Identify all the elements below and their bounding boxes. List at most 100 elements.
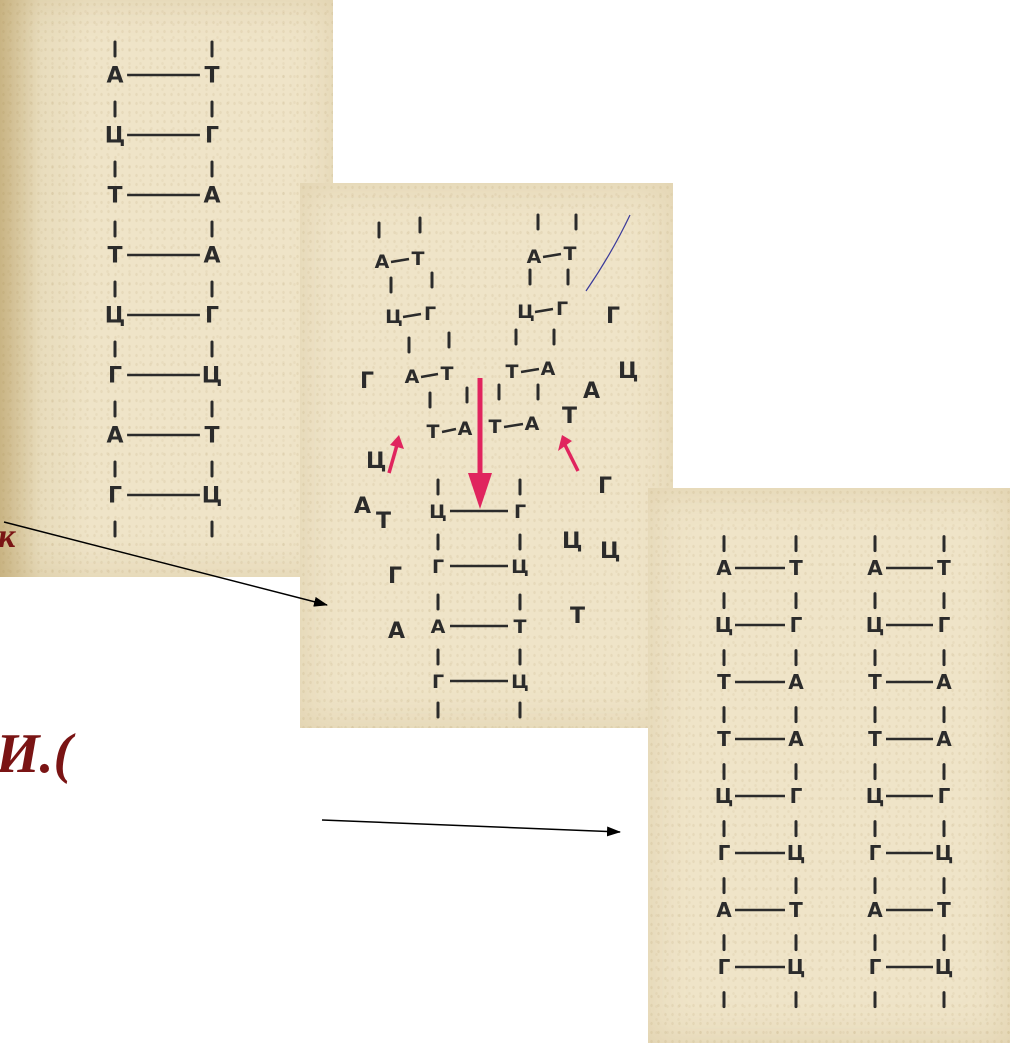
polymerase-arrow-left-head xyxy=(390,435,404,449)
original-base-right: Г xyxy=(205,124,219,149)
right-fork-base-right: А xyxy=(541,358,556,380)
left-fork-base-right: Г xyxy=(424,303,436,325)
original-base-right: Т xyxy=(204,424,219,449)
original-base-right: Ц xyxy=(202,364,222,389)
original-base-right: Ц xyxy=(202,484,222,509)
daughter-2-base-right: Ц xyxy=(935,841,954,865)
free-nucleotide: Г xyxy=(598,474,612,499)
daughter-1-base-left: Г xyxy=(718,955,731,979)
daughter-1-base-right: Т xyxy=(789,556,803,580)
original-base-right: А xyxy=(203,244,220,269)
daughter-1-base-left: Ц xyxy=(715,613,734,637)
left-fork-base-right: Т xyxy=(441,363,454,385)
right-fork-base-right: Г xyxy=(556,298,568,320)
free-nucleotide: Ц xyxy=(562,529,582,554)
left-fork-base-left: Ц xyxy=(385,306,403,328)
left-fork-hydrogen-bond xyxy=(421,374,438,377)
daughter-1-base-right: А xyxy=(788,670,804,694)
daughter-1-base-left: А xyxy=(716,556,732,580)
cropped-text-fragment-1: к xyxy=(0,518,15,556)
daughter-2-base-right: А xyxy=(936,670,952,694)
free-nucleotide: А xyxy=(388,619,405,644)
daughter-1-base-right: Ц xyxy=(787,841,806,865)
daughter-1-base-left: Ц xyxy=(715,784,734,808)
pen-stroke xyxy=(586,215,630,291)
paired-base-right: Т xyxy=(514,616,527,638)
paired-base-left: Г xyxy=(432,671,444,693)
paired-base-right: Ц xyxy=(511,671,529,693)
paired-base-right: Ц xyxy=(511,556,529,578)
daughter-1-base-right: Ц xyxy=(787,955,806,979)
original-base-left: Ц xyxy=(105,304,125,329)
original-base-right: Т xyxy=(204,64,219,89)
free-nucleotide: А xyxy=(583,379,600,404)
paired-base-left: Ц xyxy=(429,501,447,523)
free-nucleotide: Г xyxy=(606,304,620,329)
daughter-2-base-right: Ц xyxy=(935,955,954,979)
left-fork-base-right: А xyxy=(458,418,473,440)
left-fork-base-left: Т xyxy=(427,421,440,443)
daughter-1-base-right: Г xyxy=(790,613,803,637)
paired-base-right: Г xyxy=(514,501,526,523)
right-fork-hydrogen-bond xyxy=(535,309,553,312)
pointer-arrow-to-result xyxy=(322,820,620,832)
left-fork-base-right: Т xyxy=(412,248,425,270)
right-fork-hydrogen-bond xyxy=(543,254,561,257)
daughter-2-base-left: Ц xyxy=(866,784,885,808)
original-base-left: А xyxy=(106,64,123,89)
free-nucleotide: Ц xyxy=(618,359,638,384)
left-fork-hydrogen-bond xyxy=(442,429,456,432)
right-fork-base-right: А xyxy=(525,413,540,435)
cropped-text-fragment-2: И.( xyxy=(0,722,72,786)
right-fork-hydrogen-bond xyxy=(521,369,539,372)
free-nucleotide: Ц xyxy=(366,449,386,474)
daughter-2-base-right: Т xyxy=(937,898,951,922)
daughter-1-base-left: А xyxy=(716,898,732,922)
paired-base-left: А xyxy=(431,616,446,638)
daughter-1-base-right: Г xyxy=(790,784,803,808)
original-base-left: Г xyxy=(108,364,122,389)
free-nucleotide: Т xyxy=(376,509,391,534)
left-fork-base-left: А xyxy=(405,366,420,388)
free-nucleotide: Ц xyxy=(600,539,620,564)
free-nucleotide: А xyxy=(354,494,371,519)
free-nucleotide: Т xyxy=(570,604,585,629)
daughter-2-base-left: А xyxy=(867,556,883,580)
free-nucleotide: Т xyxy=(562,404,577,429)
daughter-1-base-right: Т xyxy=(789,898,803,922)
left-fork-hydrogen-bond xyxy=(403,314,421,317)
daughter-2-base-right: А xyxy=(936,727,952,751)
polymerase-arrow-right xyxy=(565,445,578,471)
free-nucleotide: Г xyxy=(360,369,374,394)
daughter-2-base-right: Т xyxy=(937,556,951,580)
right-fork-base-left: Т xyxy=(506,361,519,383)
daughter-1-base-left: Г xyxy=(718,841,731,865)
daughter-2-base-left: Г xyxy=(869,841,882,865)
daughter-1-base-right: А xyxy=(788,727,804,751)
daughter-2-base-left: Ц xyxy=(866,613,885,637)
daughter-2-base-right: Г xyxy=(938,613,951,637)
left-fork-hydrogen-bond xyxy=(391,259,409,262)
right-fork-base-left: Ц xyxy=(517,301,535,323)
original-base-left: Т xyxy=(107,244,122,269)
original-base-left: Ц xyxy=(105,124,125,149)
helicase-direction-arrow-head xyxy=(468,473,492,509)
original-base-right: А xyxy=(203,184,220,209)
right-fork-base-left: А xyxy=(527,246,542,268)
right-fork-base-left: Т xyxy=(489,416,502,438)
daughter-1-base-left: Т xyxy=(717,670,731,694)
free-nucleotide: Г xyxy=(388,564,402,589)
polymerase-arrow-left xyxy=(389,445,397,473)
daughter-2-base-left: Г xyxy=(869,955,882,979)
original-base-left: Г xyxy=(108,484,122,509)
original-base-left: Т xyxy=(107,184,122,209)
right-fork-hydrogen-bond xyxy=(504,424,523,427)
original-base-right: Г xyxy=(205,304,219,329)
right-fork-base-right: Т xyxy=(564,243,577,265)
daughter-2-base-right: Г xyxy=(938,784,951,808)
